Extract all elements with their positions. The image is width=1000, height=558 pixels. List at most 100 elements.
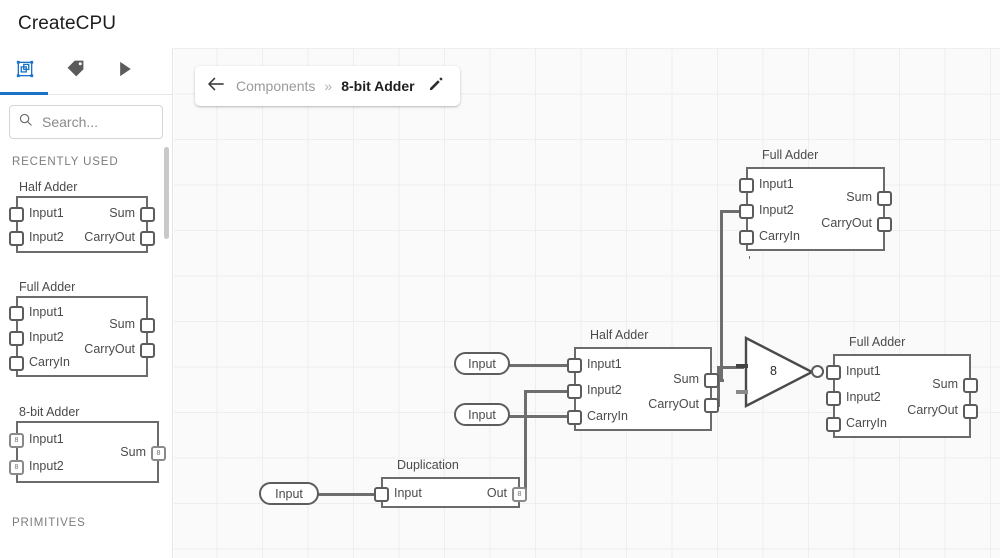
palette-item-label: Full Adder xyxy=(19,280,76,294)
node-full-adder-right[interactable]: Full Adder Input1 Input2 CarryIn Sum Car… xyxy=(826,335,978,438)
component-box[interactable]: Input1 Input2 CarryIn Sum CarryOut xyxy=(567,347,719,431)
app-bar: CreateCPU xyxy=(0,0,1000,48)
port-carryout[interactable] xyxy=(140,231,155,246)
inverter-bubble-icon xyxy=(811,365,824,378)
pencil-icon xyxy=(428,76,444,97)
port-label: Out xyxy=(486,486,507,500)
port-carryin[interactable] xyxy=(739,230,754,245)
search-input[interactable] xyxy=(40,113,156,131)
sidebar: RECENTLY USED Half Adder Input1 Input2 S… xyxy=(0,48,173,558)
component-box[interactable]: Input1 Input2 CarryIn Sum CarryOut xyxy=(826,354,978,438)
breadcrumb-separator: » xyxy=(324,78,333,94)
search-box[interactable] xyxy=(9,105,163,139)
port-label: Input2 xyxy=(29,330,64,344)
wire-to-fulladder-top-input2 xyxy=(720,210,749,213)
port-carryout[interactable] xyxy=(877,217,892,232)
port-label: CarryIn xyxy=(587,409,628,423)
canvas[interactable]: Components » 8-bit Adder xyxy=(174,48,1000,558)
component-box: Input1 Input2 Sum CarryOut xyxy=(9,196,155,253)
palette-item-8bit-adder[interactable]: 8-bit Adder 8 Input1 8 Input2 8 Sum xyxy=(0,405,172,495)
wire-carryout-to-buffer xyxy=(717,366,744,369)
buffer-gate[interactable]: 8 xyxy=(736,336,829,408)
port-label: Sum xyxy=(673,372,699,386)
sidebar-scrollbar[interactable] xyxy=(164,147,169,239)
arrow-left-icon xyxy=(207,76,226,97)
port-out[interactable]: 8 xyxy=(512,487,527,502)
back-button[interactable] xyxy=(205,75,227,97)
port-input2[interactable] xyxy=(739,204,754,219)
breadcrumb-parent[interactable]: Components xyxy=(236,78,316,94)
components-icon xyxy=(15,59,35,84)
port-carryin[interactable] xyxy=(9,356,24,371)
port-label: CarryOut xyxy=(84,342,135,356)
input-pill-2[interactable]: Input xyxy=(454,403,510,426)
input-pill-3[interactable]: Input xyxy=(259,482,319,505)
wire-input2-to-halfadder-carryin xyxy=(508,415,574,418)
port-carryin[interactable] xyxy=(826,417,841,432)
buffer-input-stub-2 xyxy=(736,390,748,394)
port-carryout[interactable] xyxy=(704,398,719,413)
port-label: CarryOut xyxy=(907,403,958,417)
port-input1[interactable]: 8 xyxy=(9,433,24,448)
port-label: CarryIn xyxy=(759,229,800,243)
wire-duplication-to-halfadder-input2 xyxy=(524,390,576,393)
port-input1[interactable] xyxy=(9,306,24,321)
sidebar-tabbar xyxy=(0,48,172,95)
port-input1[interactable] xyxy=(567,358,582,373)
port-input2[interactable] xyxy=(826,391,841,406)
port-input[interactable] xyxy=(374,487,389,502)
port-label: CarryIn xyxy=(846,416,887,430)
port-label: CarryIn xyxy=(29,355,70,369)
port-label: Input2 xyxy=(29,230,64,244)
port-label: Input1 xyxy=(587,357,622,371)
node-duplication[interactable]: Duplication Input 8 Out xyxy=(374,458,527,508)
port-input1[interactable] xyxy=(9,207,24,222)
buffer-input-stub-1 xyxy=(736,364,748,368)
palette-item-half-adder[interactable]: Half Adder Input1 Input2 Sum CarryOut xyxy=(0,180,172,262)
app-title: CreateCPU xyxy=(18,13,117,34)
port-label: Input1 xyxy=(846,364,881,378)
port-sum[interactable] xyxy=(877,191,892,206)
port-input2[interactable] xyxy=(9,331,24,346)
port-label: Input1 xyxy=(759,177,794,191)
port-input1[interactable] xyxy=(826,365,841,380)
port-label: Input xyxy=(394,486,422,500)
port-carryin[interactable] xyxy=(567,410,582,425)
port-sum[interactable] xyxy=(140,318,155,333)
palette-item-full-adder[interactable]: Full Adder Input1 Input2 CarryIn Sum Car… xyxy=(0,280,172,386)
node-title: Full Adder xyxy=(849,335,906,349)
port-carryout[interactable] xyxy=(140,343,155,358)
port-carryout[interactable] xyxy=(963,404,978,419)
sidebar-scroll-area[interactable]: RECENTLY USED Half Adder Input1 Input2 S… xyxy=(0,139,172,558)
component-box[interactable]: Input1 Input2 CarryIn Sum CarryOut xyxy=(739,167,892,251)
node-half-adder[interactable]: Half Adder Input1 Input2 CarryIn Sum Car… xyxy=(567,328,719,431)
port-input2[interactable] xyxy=(567,384,582,399)
wire-input3-to-duplication xyxy=(314,493,384,496)
component-box: Input1 Input2 CarryIn Sum CarryOut xyxy=(9,296,155,377)
input-pill-label: Input xyxy=(468,356,496,371)
play-icon xyxy=(118,61,133,82)
port-label: Input2 xyxy=(587,383,622,397)
wire-duplication-right-v xyxy=(524,443,527,495)
port-input1[interactable] xyxy=(739,178,754,193)
node-full-adder-top[interactable]: Full Adder Input1 Input2 CarryIn Sum Car… xyxy=(739,148,892,251)
tab-components[interactable] xyxy=(0,48,50,95)
input-pill-label: Input xyxy=(275,486,303,501)
edit-name-button[interactable] xyxy=(426,76,446,96)
tab-run[interactable] xyxy=(100,48,150,94)
port-label: Sum xyxy=(109,206,135,220)
port-sum[interactable] xyxy=(704,373,719,388)
node-title: Duplication xyxy=(397,458,459,472)
port-sum[interactable] xyxy=(140,207,155,222)
port-sum[interactable]: 8 xyxy=(151,446,166,461)
tag-icon xyxy=(66,59,85,83)
port-sum[interactable] xyxy=(963,378,978,393)
input-pill-1[interactable]: Input xyxy=(454,352,510,375)
port-input2[interactable] xyxy=(9,231,24,246)
wire-halfadder-sum-v xyxy=(720,210,723,382)
tab-tags[interactable] xyxy=(50,48,100,94)
component-box[interactable]: Input 8 Out xyxy=(374,477,527,508)
port-label: Input2 xyxy=(29,459,64,473)
tab-active-underline xyxy=(0,92,48,95)
port-input2[interactable]: 8 xyxy=(9,460,24,475)
